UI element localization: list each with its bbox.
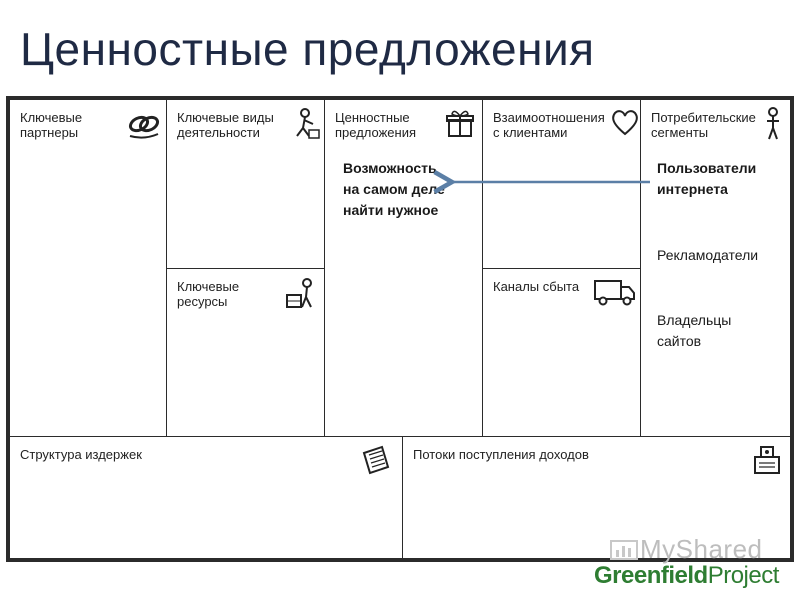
- block-key-partners-title: Ключевые партнеры: [20, 110, 83, 140]
- vp-line-3: найти нужное: [343, 202, 439, 218]
- person-with-box-icon: [283, 277, 319, 313]
- watermark-text: MyShared: [606, 534, 763, 565]
- myshared-logo-icon: [610, 540, 638, 560]
- receipt-icon: [358, 443, 394, 479]
- block-cost-structure-title: Структура издержек: [20, 447, 142, 462]
- block-key-resources-title: Ключевые ресурсы: [177, 279, 240, 309]
- block-revenue-streams-title: Потоки поступления доходов: [413, 447, 589, 462]
- brand-part-2: Project: [707, 562, 780, 589]
- vp-line-1: Возможность: [343, 160, 437, 176]
- gift-box-icon: [443, 106, 479, 142]
- segment-internet-users: Пользователи интернета: [657, 158, 756, 200]
- block-channels-title: Каналы сбыта: [493, 279, 580, 294]
- block-key-activities-title: Ключевые виды деятельности: [177, 110, 274, 140]
- person-icon: [761, 106, 785, 142]
- block-cost-structure: Структура издержек: [9, 436, 403, 559]
- block-customer-relationships-title: Взаимоотношения с клиентами: [493, 110, 605, 140]
- block-revenue-streams: Потоки поступления доходов: [402, 436, 791, 559]
- chain-link-icon: [126, 106, 162, 142]
- heart-icon: [607, 104, 643, 140]
- worker-icon: [287, 106, 323, 142]
- delivery-truck-icon: [593, 273, 637, 309]
- segment-advertisers: Рекламодатели: [657, 247, 759, 263]
- segment-3-line-2: сайтов: [657, 333, 702, 349]
- business-model-canvas: Ключевые партнеры Ключевые виды деятельн…: [6, 96, 794, 562]
- slide-title: Ценностные предложения: [20, 23, 595, 75]
- vp-line-2: на самом деле: [343, 181, 445, 197]
- cash-register-icon: [749, 443, 785, 479]
- block-value-propositions-title: Ценностные предложения: [335, 110, 417, 140]
- watermark-label: MyShared: [640, 534, 763, 564]
- block-customer-segments: Потребительские сегменты Пользователи ин…: [640, 99, 791, 437]
- segment-site-owners: Владельцы сайтов: [657, 310, 731, 352]
- segment-1-line-2: интернета: [657, 181, 728, 197]
- value-proposition-text: Возможность на самом деле найти нужное: [343, 158, 445, 221]
- block-customer-segments-title: Потребительские сегменты: [651, 110, 756, 140]
- block-key-activities: Ключевые виды деятельности: [166, 99, 325, 269]
- block-key-resources: Ключевые ресурсы: [166, 268, 325, 437]
- segment-1-line-1: Пользователи: [657, 160, 757, 176]
- segment-3-line-1: Владельцы: [657, 312, 732, 328]
- brand-part-1: Greenfield: [594, 562, 708, 589]
- brand-logo: GreenfieldProject: [594, 562, 779, 590]
